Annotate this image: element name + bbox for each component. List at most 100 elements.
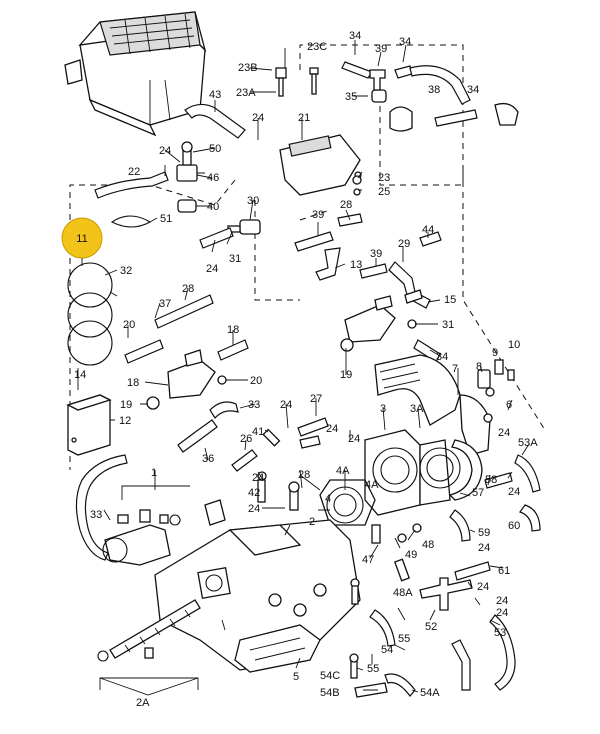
callout-label[interactable]: 24 (496, 595, 508, 607)
callout-label[interactable]: 23A (236, 87, 256, 99)
callout-label[interactable]: 55 (367, 663, 379, 675)
callout-label[interactable]: 9 (492, 347, 498, 359)
valve-assembly-18-right (340, 289, 423, 352)
callout-label[interactable]: 19 (340, 369, 352, 381)
callout-label[interactable]: 24 (496, 607, 508, 619)
callout-label[interactable]: 23 (378, 172, 390, 184)
callout-label[interactable]: 34 (467, 84, 479, 96)
callout-label[interactable]: 24 (348, 433, 360, 445)
callout-label[interactable]: 43 (209, 89, 221, 101)
callout-label[interactable]: 24 (252, 112, 264, 124)
callout-label[interactable]: 54C (320, 670, 340, 682)
callout-label[interactable]: 24 (280, 399, 292, 411)
callout-label[interactable]: 53 (494, 627, 506, 639)
callout-label[interactable]: 51 (160, 213, 172, 225)
callout-label[interactable]: 24 (477, 581, 489, 593)
callout-label[interactable]: 29 (398, 238, 410, 250)
callout-label[interactable]: 25 (378, 186, 390, 198)
callout-label[interactable]: 4 (325, 493, 331, 505)
callout-label[interactable]: 47 (362, 554, 374, 566)
callout-label[interactable]: 35 (345, 91, 357, 103)
callout-label[interactable]: 61 (498, 565, 510, 577)
callout-label[interactable]: 28 (340, 199, 352, 211)
callout-label[interactable]: 53A (518, 437, 538, 449)
callout-label[interactable]: 34 (436, 351, 448, 363)
callout-label[interactable]: 37 (159, 298, 171, 310)
callout-label[interactable]: 44 (422, 224, 434, 236)
callout-label[interactable]: 33 (248, 399, 260, 411)
callout-label[interactable]: 52 (425, 621, 437, 633)
callout-label[interactable]: 18 (127, 377, 139, 389)
callout-label[interactable]: 30 (247, 195, 259, 207)
callout-label[interactable]: 1 (151, 467, 157, 479)
callout-label[interactable]: 21 (298, 112, 310, 124)
callout-label[interactable]: 54A (420, 687, 440, 699)
callout-label[interactable]: 20 (250, 375, 262, 387)
callout-label[interactable]: 24 (478, 542, 490, 554)
callout-label[interactable]: 3 (380, 403, 386, 415)
callout-label[interactable]: 19 (120, 399, 132, 411)
callout-label[interactable]: 6 (506, 399, 512, 411)
callout-label[interactable]: 54 (381, 644, 393, 656)
callout-label[interactable]: 31 (442, 319, 454, 331)
callout-label[interactable]: 2A (136, 697, 150, 709)
callout-label[interactable]: 46 (207, 172, 219, 184)
callout-label[interactable]: 14 (74, 369, 86, 381)
hose-24-small (299, 435, 321, 449)
callout-label[interactable]: 34 (349, 30, 361, 42)
callout-label[interactable]: 49 (405, 549, 417, 561)
callout-label[interactable]: 15 (444, 294, 456, 306)
callout-label[interactable]: 58 (485, 474, 497, 486)
callout-label[interactable]: 12 (119, 415, 131, 427)
callout-label[interactable]: 39 (375, 43, 387, 55)
callout-label[interactable]: 2 (309, 516, 315, 528)
vacuum-valve-35 (371, 89, 519, 132)
callout-label[interactable]: 18 (227, 324, 239, 336)
callout-label[interactable]: 24 (252, 472, 264, 484)
callout-label[interactable]: 22 (128, 166, 140, 178)
callout-label[interactable]: 24 (508, 486, 520, 498)
callout-label[interactable]: 42 (248, 487, 260, 499)
callout-label[interactable]: 39 (312, 209, 324, 221)
callout-label[interactable]: 4A (365, 479, 379, 491)
highlighted-callout-11[interactable]: 11 (61, 217, 103, 259)
callout-label[interactable]: 40 (207, 201, 219, 213)
callout-label[interactable]: 10 (508, 339, 520, 351)
callout-label[interactable]: 28 (298, 469, 310, 481)
callout-label[interactable]: 50 (209, 143, 221, 155)
callout-label[interactable]: 48A (393, 587, 413, 599)
callout-label[interactable]: 20 (123, 319, 135, 331)
hose-33-center (209, 401, 239, 419)
callout-label[interactable]: 28 (182, 283, 194, 295)
callout-label[interactable]: 23B (238, 62, 258, 74)
callout-label[interactable]: 24 (248, 503, 260, 515)
callout-label[interactable]: 26 (240, 433, 252, 445)
callout-label[interactable]: 7 (452, 363, 458, 375)
callout-label[interactable]: 54B (320, 687, 340, 699)
valve-40 (227, 219, 261, 235)
callout-label[interactable]: 27 (310, 393, 322, 405)
callout-label[interactable]: 39 (370, 248, 382, 260)
callout-label[interactable]: 34 (399, 36, 411, 48)
callout-label[interactable]: 3A (410, 403, 424, 415)
callout-label[interactable]: 60 (508, 520, 520, 532)
callout-label[interactable]: 38 (428, 84, 440, 96)
callout-label[interactable]: 24 (326, 423, 338, 435)
callout-label[interactable]: 8 (476, 361, 482, 373)
callout-label[interactable]: 23C (307, 41, 327, 53)
callout-label[interactable]: 32 (120, 265, 132, 277)
callout-label[interactable]: 31 (229, 253, 241, 265)
callout-label[interactable]: 36 (202, 453, 214, 465)
callout-label[interactable]: 59 (478, 527, 490, 539)
callout-label[interactable]: 41 (252, 426, 264, 438)
callout-label[interactable]: 4A (336, 465, 350, 477)
callout-label[interactable]: 24 (206, 263, 218, 275)
callout-label[interactable]: 24 (159, 145, 171, 157)
callout-label[interactable]: 55 (398, 633, 410, 645)
callout-label[interactable]: 13 (350, 259, 362, 271)
callout-label[interactable]: 57 (472, 487, 484, 499)
callout-label[interactable]: 33 (90, 509, 102, 521)
callout-label[interactable]: 5 (293, 671, 299, 683)
callout-label[interactable]: 48 (422, 539, 434, 551)
callout-label[interactable]: 24 (498, 427, 510, 439)
